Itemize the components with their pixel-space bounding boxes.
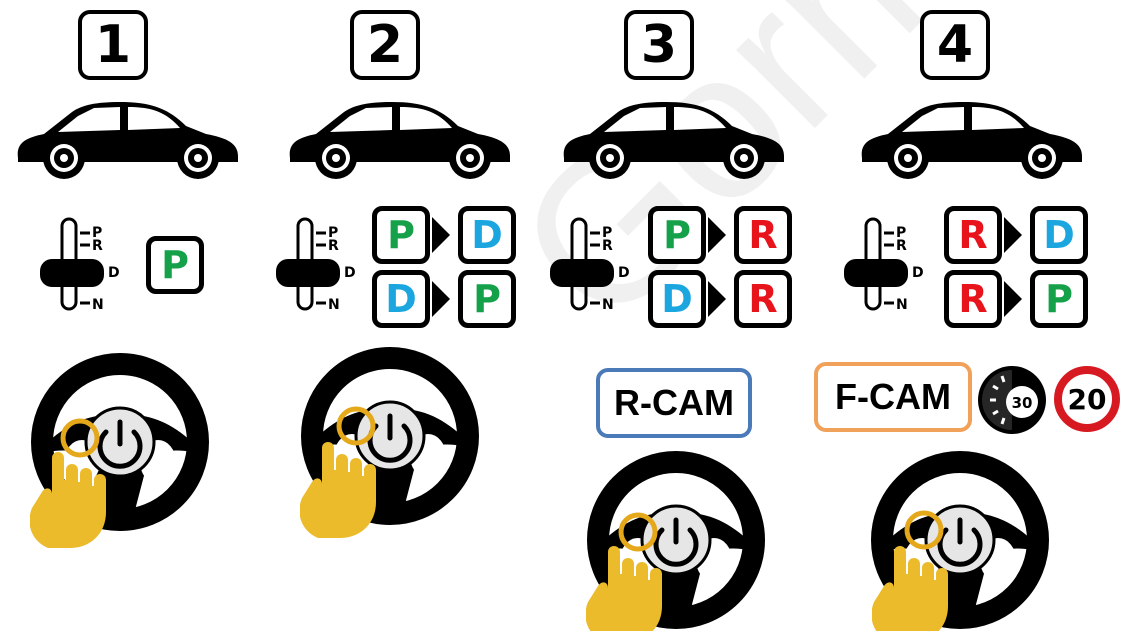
step-1-number: 1 (78, 10, 148, 80)
timer-value: 30 (1012, 394, 1033, 412)
stopwatch-icon: 30 (978, 366, 1046, 434)
shifter-label-p: P (602, 225, 612, 241)
arrow-right-icon (708, 217, 726, 253)
touch-ring (904, 510, 944, 550)
step-2-number: 2 (350, 10, 420, 80)
touch-ring (618, 512, 658, 552)
arrow-right-icon (1004, 281, 1022, 317)
shifter-label-p: P (92, 225, 102, 241)
gear-from-badge: P (372, 206, 430, 264)
shifter-label-n: N (896, 297, 908, 313)
arrow-right-icon (432, 281, 450, 317)
gear-to-badge: D (458, 206, 516, 264)
gear-to-badge: P (458, 270, 516, 328)
speed-limit-sign-icon: 20 (1054, 366, 1120, 432)
arrow-right-icon (1004, 217, 1022, 253)
gear-from-badge: R (944, 206, 1002, 264)
gear-from-badge: D (648, 270, 706, 328)
touch-ring (60, 418, 100, 458)
gear-to-badge: R (734, 206, 792, 264)
gear-shifter-icon: P R D N (40, 217, 120, 313)
shifter-label-d: D (344, 265, 356, 281)
hand-pointer-icon (586, 546, 662, 631)
gear-to-badge: R (734, 270, 792, 328)
shifter-label-d: D (108, 265, 120, 281)
gear-to-badge: D (1030, 206, 1088, 264)
hand-pointer-icon (300, 442, 376, 538)
gear-from-badge: P (648, 206, 706, 264)
shifter-label-p: P (896, 225, 906, 241)
shifter-label-n: N (92, 297, 104, 313)
car-icon (563, 102, 784, 179)
shifter-label-r: R (896, 238, 907, 254)
step-4-number: 4 (920, 10, 990, 80)
arrow-right-icon (708, 281, 726, 317)
gear-from-badge: D (372, 270, 430, 328)
rear-camera-badge: R-CAM (596, 368, 752, 438)
arrow-right-icon (432, 217, 450, 253)
shifter-label-r: R (602, 238, 613, 254)
shifter-label-d: D (618, 265, 630, 281)
gear-shifter-icon: P R D N (550, 217, 630, 313)
front-camera-badge: F-CAM (814, 362, 972, 432)
touch-ring (336, 406, 376, 446)
shifter-label-n: N (328, 297, 340, 313)
hand-pointer-icon (872, 546, 948, 631)
shifter-label-p: P (328, 225, 338, 241)
gear-p-badge: P (146, 236, 204, 294)
step-3-number: 3 (624, 10, 694, 80)
hand-pointer-icon (30, 452, 106, 548)
car-icon (861, 102, 1082, 179)
shifter-label-r: R (92, 238, 103, 254)
shifter-label-d: D (912, 265, 924, 281)
shifter-label-r: R (328, 238, 339, 254)
gear-shifter-icon: P R D N (844, 217, 924, 313)
car-icon (289, 102, 510, 179)
gear-from-badge: R (944, 270, 1002, 328)
shifter-label-n: N (602, 297, 614, 313)
gear-shifter-icon: P R D N (276, 217, 356, 313)
car-icon (17, 102, 239, 179)
gear-to-badge: P (1030, 270, 1088, 328)
